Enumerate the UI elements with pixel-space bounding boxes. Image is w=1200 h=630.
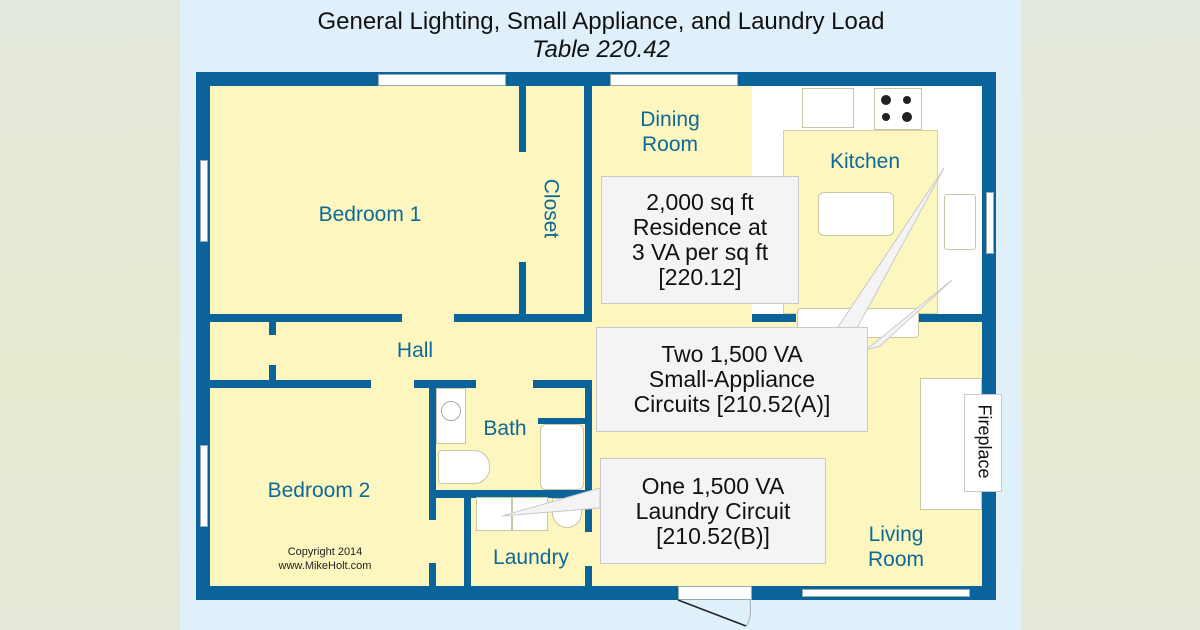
window-bedroom1-side bbox=[200, 160, 208, 242]
wall-bedroom2-door-stub bbox=[429, 563, 436, 586]
room-label-living: Living Room bbox=[867, 523, 925, 571]
room-label-bedroom1: Bedroom 1 bbox=[318, 203, 422, 226]
wall-closet-upper bbox=[519, 86, 526, 152]
wall-hall-top-right bbox=[454, 314, 592, 322]
refrigerator bbox=[802, 88, 854, 128]
wall-hall-bottom-left bbox=[210, 380, 371, 388]
wall-right bbox=[982, 72, 996, 600]
callout-general-lighting: 2,000 sq ft Residence at 3 VA per sq ft … bbox=[601, 176, 799, 304]
wall-closet-lower bbox=[519, 262, 526, 320]
fireplace-label-box: Fireplace bbox=[964, 394, 1002, 492]
wall-bottom bbox=[196, 586, 996, 600]
diagram-title: General Lighting, Small Appliance, and L… bbox=[317, 8, 885, 35]
room-label-dining: Dining Room bbox=[640, 108, 700, 156]
range-icon bbox=[874, 88, 922, 130]
room-label-kitchen: Kitchen bbox=[829, 150, 901, 173]
washer-icon bbox=[476, 497, 512, 531]
wall-kitchen-right bbox=[919, 314, 982, 322]
room-label-bedroom2: Bedroom 2 bbox=[267, 479, 371, 502]
wall-bath-top-right bbox=[533, 380, 592, 388]
room-label-closet: Closet bbox=[539, 178, 563, 239]
wall-bath-left bbox=[429, 380, 436, 520]
bathtub-icon bbox=[540, 424, 584, 490]
room-label-bath: Bath bbox=[483, 417, 527, 440]
fireplace-label: Fireplace bbox=[974, 404, 995, 479]
wall-bath-right bbox=[585, 380, 592, 532]
wall-hall-stub-bottom bbox=[269, 365, 276, 381]
wall-laundry-right-stub bbox=[585, 566, 592, 586]
window-bedroom1 bbox=[378, 74, 506, 86]
toilet-icon bbox=[438, 450, 490, 484]
window-kitchen bbox=[986, 192, 994, 254]
laundry-sink-icon bbox=[552, 498, 582, 528]
wall-hall-top-left bbox=[210, 314, 402, 322]
wall-top bbox=[196, 72, 996, 86]
dryer-icon bbox=[512, 497, 548, 531]
bath-sink-icon bbox=[436, 388, 466, 444]
window-living bbox=[802, 589, 970, 597]
callout-small-appliance: Two 1,500 VA Small-Appliance Circuits [2… bbox=[596, 327, 868, 432]
door-swing-icon bbox=[677, 599, 751, 627]
wall-kitchen-left bbox=[752, 314, 796, 322]
wall-bath-top-left bbox=[414, 380, 476, 388]
copyright-notice: Copyright 2014 www.MikeHolt.com bbox=[278, 546, 372, 572]
kitchen-island bbox=[818, 192, 894, 236]
diagram-subtitle: Table 220.42 bbox=[532, 36, 670, 63]
wall-hall-stub-top bbox=[269, 320, 276, 335]
wall-bedroom1-right bbox=[584, 86, 592, 322]
front-door bbox=[678, 586, 752, 600]
callout-laundry-circuit: One 1,500 VA Laundry Circuit [210.52(B)] bbox=[600, 458, 826, 564]
wall-tub bbox=[538, 418, 588, 424]
window-bedroom2-side bbox=[200, 445, 208, 527]
room-label-hall: Hall bbox=[396, 339, 434, 362]
kitchen-sink-icon bbox=[944, 194, 976, 250]
window-dining bbox=[610, 74, 738, 86]
room-label-laundry: Laundry bbox=[493, 546, 569, 569]
wall-laundry-left bbox=[464, 490, 471, 586]
